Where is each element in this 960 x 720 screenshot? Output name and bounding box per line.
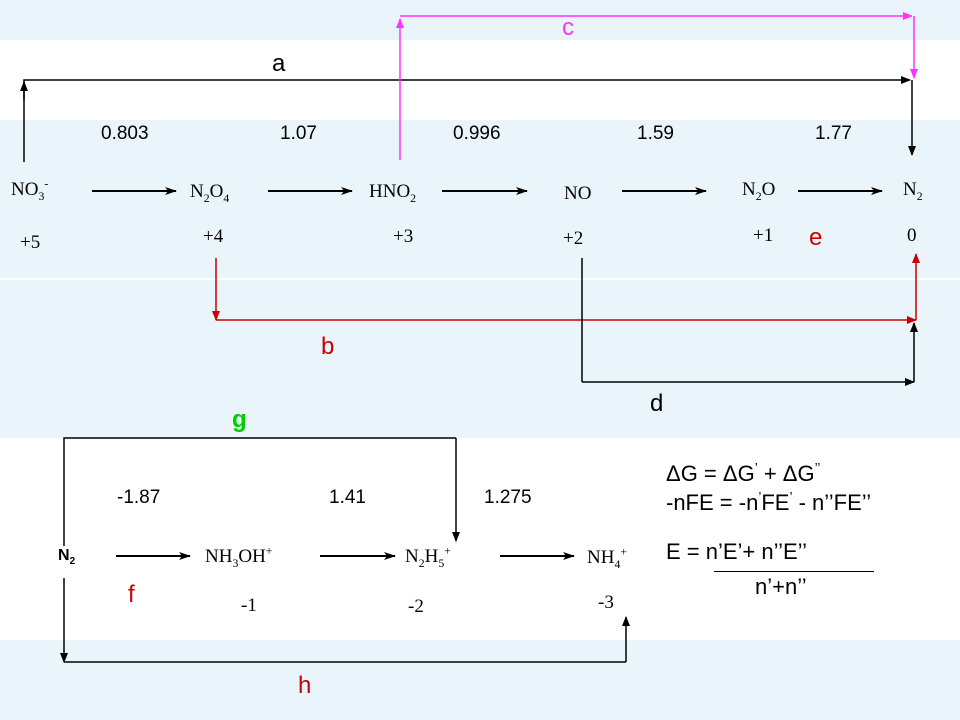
path-label-h: h: [298, 672, 312, 699]
reduction-potential: 1.77: [815, 123, 852, 144]
background-band: [0, 120, 960, 278]
reduction-potential: 1.41: [329, 487, 366, 508]
reduction-potential: 0.996: [453, 123, 501, 144]
oxidation-state: +2: [563, 228, 584, 249]
species-hydrazinium: N2H5+: [405, 544, 451, 570]
oxidation-state: +3: [393, 226, 414, 247]
background-band: [0, 280, 960, 438]
species-dinitrogen-tetroxide: N2O4: [190, 181, 230, 205]
reduction-potential: 1.275: [484, 487, 532, 508]
background-band: [0, 640, 960, 720]
reduction-potential: 1.59: [637, 123, 674, 144]
species-nitrous-acid: HNO2: [369, 181, 417, 205]
oxidation-state: -2: [408, 596, 424, 617]
species-hydroxylamine: NH3OH+: [205, 544, 273, 570]
oxidation-state: -1: [241, 595, 257, 616]
equation-e-numerator: E = n’E’+ n’’E’’: [666, 539, 808, 564]
oxidation-state: -3: [598, 592, 614, 613]
species-dinitrogen: N2: [903, 179, 923, 203]
fraction-bar: [714, 571, 874, 572]
oxidation-state: 0: [907, 225, 917, 246]
path-label-b: b: [321, 333, 335, 360]
equation-nfe: -nFE = -n’FE’ - n’’FE’’: [666, 489, 872, 515]
species-ammonium: NH4+: [587, 545, 627, 571]
background-band: [0, 0, 960, 40]
species-nitric-oxide: NO: [564, 183, 592, 204]
path-g-connector: [63, 437, 456, 546]
path-label-g: g: [232, 406, 247, 433]
path-a-connector: [23, 76, 911, 162]
path-label-f: f: [128, 581, 135, 608]
equation-e-denominator: n’+n’’: [755, 574, 807, 599]
path-label-c: c: [562, 14, 574, 41]
oxidation-state: +1: [753, 225, 774, 246]
reduction-potential: -1.87: [117, 487, 161, 508]
oxidation-state: +4: [203, 226, 224, 247]
species-nitrate: NO3-: [11, 177, 49, 203]
reduction-potential: 0.803: [101, 123, 149, 144]
equation-gibbs: ΔG = ΔG’ + ΔG’’: [666, 460, 821, 486]
reduction-potential: 1.07: [280, 123, 317, 144]
species-nitrous-oxide: N2O: [742, 179, 776, 203]
path-label-e: e: [809, 224, 823, 251]
path-label-a: a: [272, 50, 286, 77]
oxidation-state: +5: [20, 232, 41, 253]
path-label-d: d: [650, 390, 664, 417]
species-dinitrogen: N2: [58, 547, 76, 568]
